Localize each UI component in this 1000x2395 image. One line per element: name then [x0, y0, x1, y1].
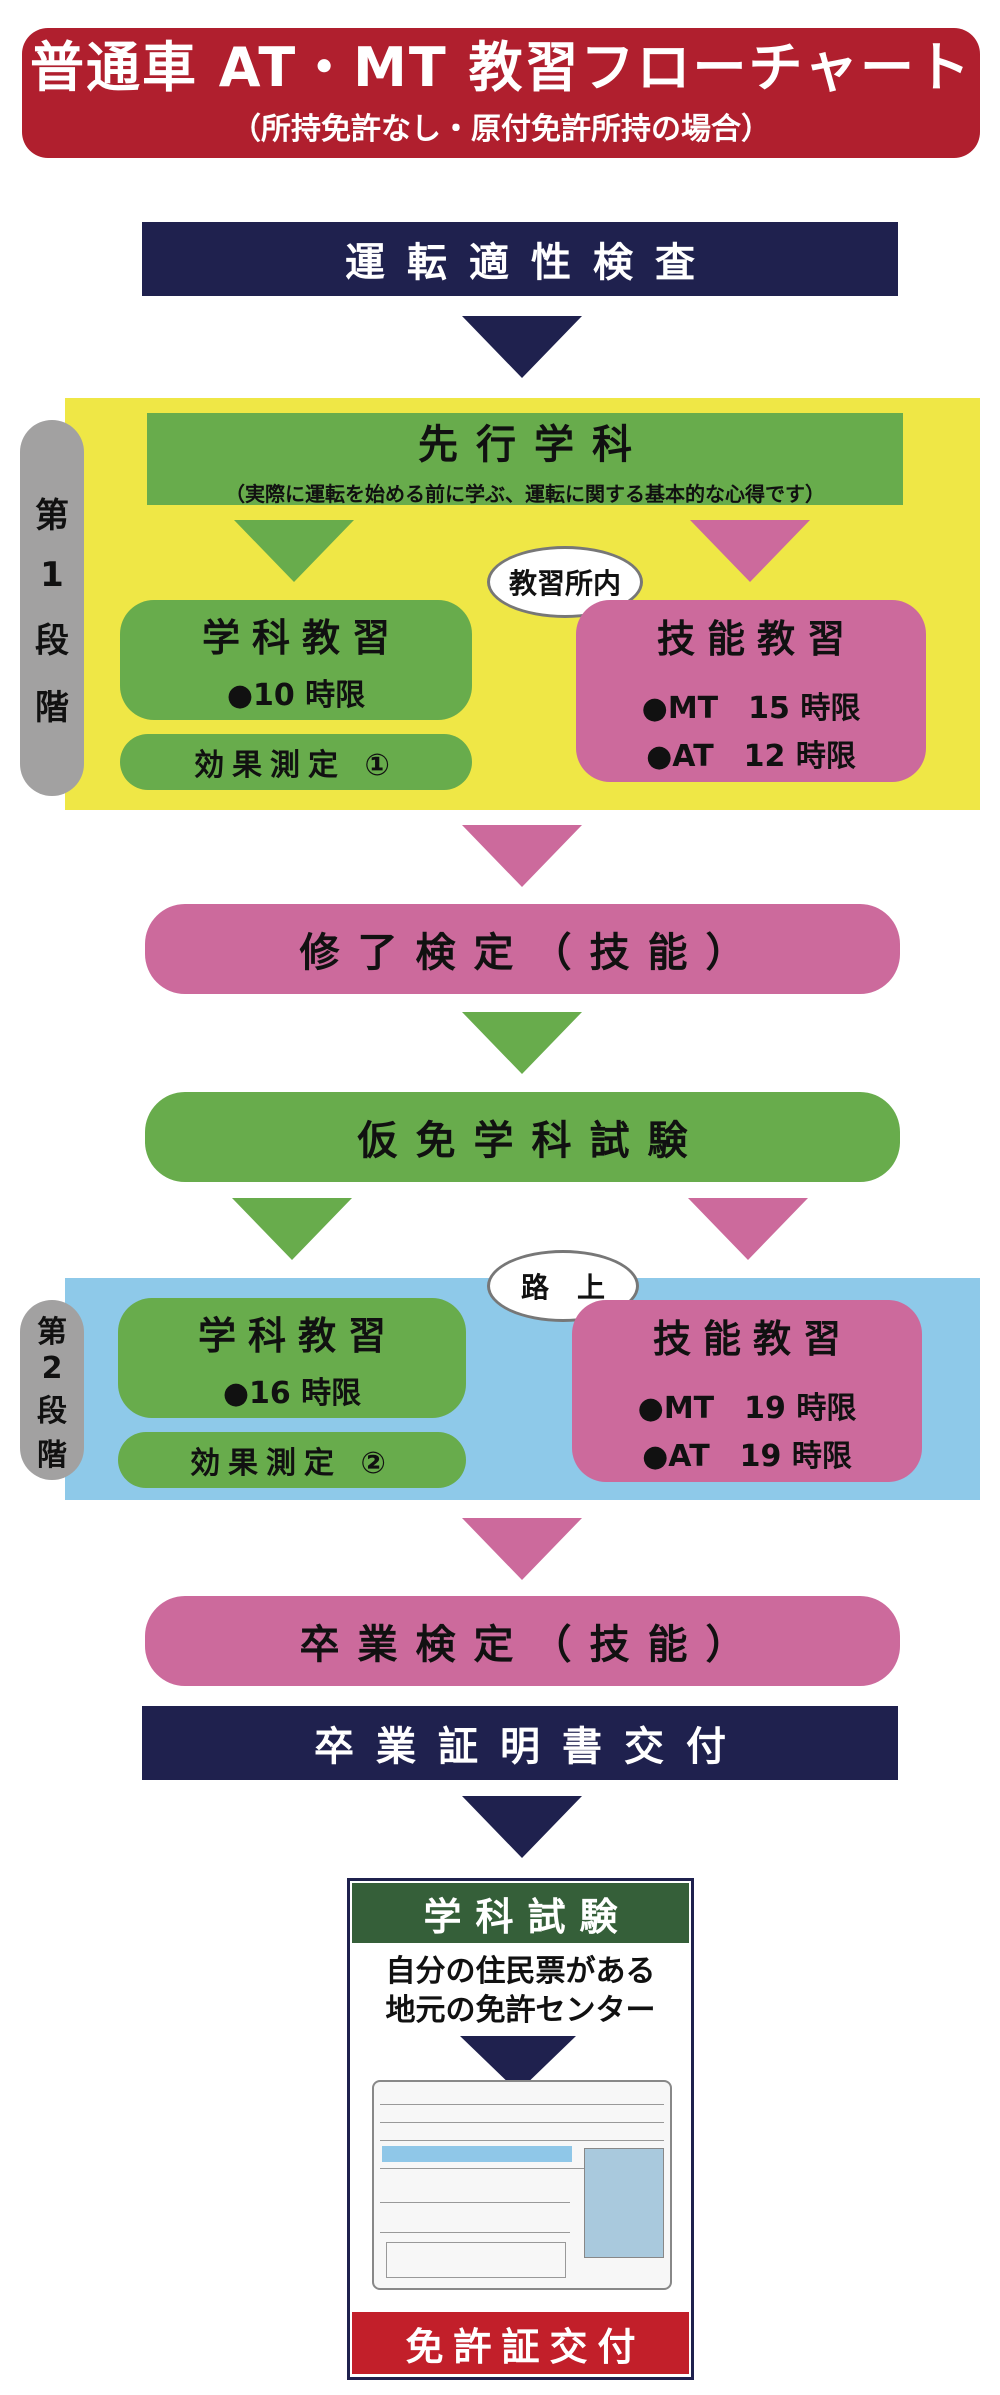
arrow-down-pink [690, 520, 810, 582]
stage2-tab-char: 段 [37, 1393, 67, 1429]
stage1-tab-char: 段 [35, 620, 69, 661]
arrow-down-green-2 [462, 1012, 582, 1074]
step-certificate: 卒業証明書交付 [142, 1706, 898, 1780]
driver-license-illustration [372, 2080, 672, 2290]
arrow-down-pink-3 [688, 1198, 808, 1260]
step-provisional-exam: 仮免学科試験 [145, 1092, 900, 1182]
license-issued-footer: 免許証交付 [352, 2312, 689, 2374]
license-issued-label: 免許証交付 [405, 2324, 646, 2369]
stage1-tab: 第 1 段 階 [20, 420, 84, 796]
stage2-academic-hours: ●16 時限 [222, 1375, 362, 1411]
stage2-practical-mt: ●MT 19 時限 [637, 1390, 857, 1426]
completion-test-label: 修了検定（技能） [299, 930, 764, 976]
stage1-effect-test-label: 効果測定 ① [194, 748, 398, 783]
bubble-label-2: 路 上 [520, 1271, 605, 1304]
stage2-tab-char: 階 [37, 1437, 67, 1473]
bubble-label: 教習所内 [508, 567, 621, 600]
stage2-tab-char: 2 [41, 1350, 63, 1386]
stage2-academic-label: 学科教習 [197, 1313, 398, 1358]
step-aptitude-label: 運転適性検査 [345, 240, 717, 286]
stage2-effect-test-label: 効果測定 ② [190, 1446, 394, 1481]
arrow-down-navy-2 [462, 1796, 582, 1858]
stage2-tab-char: 第 [37, 1314, 67, 1350]
step-aptitude-test: 運転適性検査 [142, 222, 898, 296]
arrow-down-green [234, 520, 354, 582]
stage1-effect-test: 効果測定 ① [120, 734, 472, 790]
stage1-practical-at: ●AT 12 時限 [646, 738, 856, 774]
stage2-academic-box: 学科教習 ●16 時限 [118, 1298, 466, 1418]
stage1-academic-label: 学科教習 [201, 615, 402, 660]
provisional-exam-label: 仮免学科試験 [357, 1118, 706, 1164]
title-banner: 普通車 AT・MT 教習フローチャート （所持免許なし・原付免許所持の場合） [22, 28, 980, 158]
step-preliminary-course: 先行学科 （実際に運転を始める前に学ぶ、運転に関する基本的な心得です） [147, 413, 903, 506]
stage2-practical-box: 技能教習 ●MT 19 時限 ●AT 19 時限 [572, 1300, 922, 1482]
stage2-tab: 第 2 段 階 [20, 1300, 84, 1480]
stage2-practical-at: ●AT 19 時限 [642, 1438, 852, 1474]
certificate-label: 卒業証明書交付 [314, 1724, 748, 1770]
arrow-down-pink-2 [462, 825, 582, 887]
stage2-practical-label: 技能教習 [652, 1316, 853, 1361]
license-grid-area [386, 2242, 566, 2278]
stage2-effect-test: 効果測定 ② [118, 1432, 466, 1488]
preliminary-label: 先行学科 [418, 421, 650, 468]
written-exam-header: 学科試験 [352, 1883, 689, 1943]
stage1-tab-char: 第 [35, 495, 69, 536]
arrow-down-1 [462, 316, 582, 378]
arrow-down-green-3 [232, 1198, 352, 1260]
license-center-line1: 自分の住民票がある [385, 1954, 656, 1989]
stage1-academic-hours: ●10 時限 [226, 677, 366, 713]
stage1-academic-box: 学科教習 ●10 時限 [120, 600, 472, 720]
preliminary-note: （実際に運転を始める前に学ぶ、運転に関する基本的な心得です） [225, 481, 825, 506]
stage1-tab-char: 1 [40, 554, 64, 595]
stage1-practical-box: 技能教習 ●MT 15 時限 ●AT 12 時限 [576, 600, 926, 782]
written-exam-label: 学科試験 [423, 1894, 632, 1939]
stage1-practical-label: 技能教習 [656, 616, 857, 661]
license-center-line2: 地元の免許センター [385, 1993, 656, 2028]
graduation-test-label: 卒業検定（技能） [299, 1622, 764, 1668]
page-subtitle: （所持免許なし・原付免許所持の場合） [231, 111, 771, 147]
step-completion-test: 修了検定（技能） [145, 904, 900, 994]
speech-bubble-in-school: 教習所内 [487, 546, 643, 618]
stage1-tab-char: 階 [35, 687, 69, 728]
page-title: 普通車 AT・MT 教習フローチャート [29, 36, 973, 100]
arrow-down-pink-4 [462, 1518, 582, 1580]
step-graduation-test: 卒業検定（技能） [145, 1596, 900, 1686]
license-center-text: 自分の住民票がある 地元の免許センター [352, 1948, 689, 2034]
stage1-practical-mt: ●MT 15 時限 [641, 690, 861, 726]
